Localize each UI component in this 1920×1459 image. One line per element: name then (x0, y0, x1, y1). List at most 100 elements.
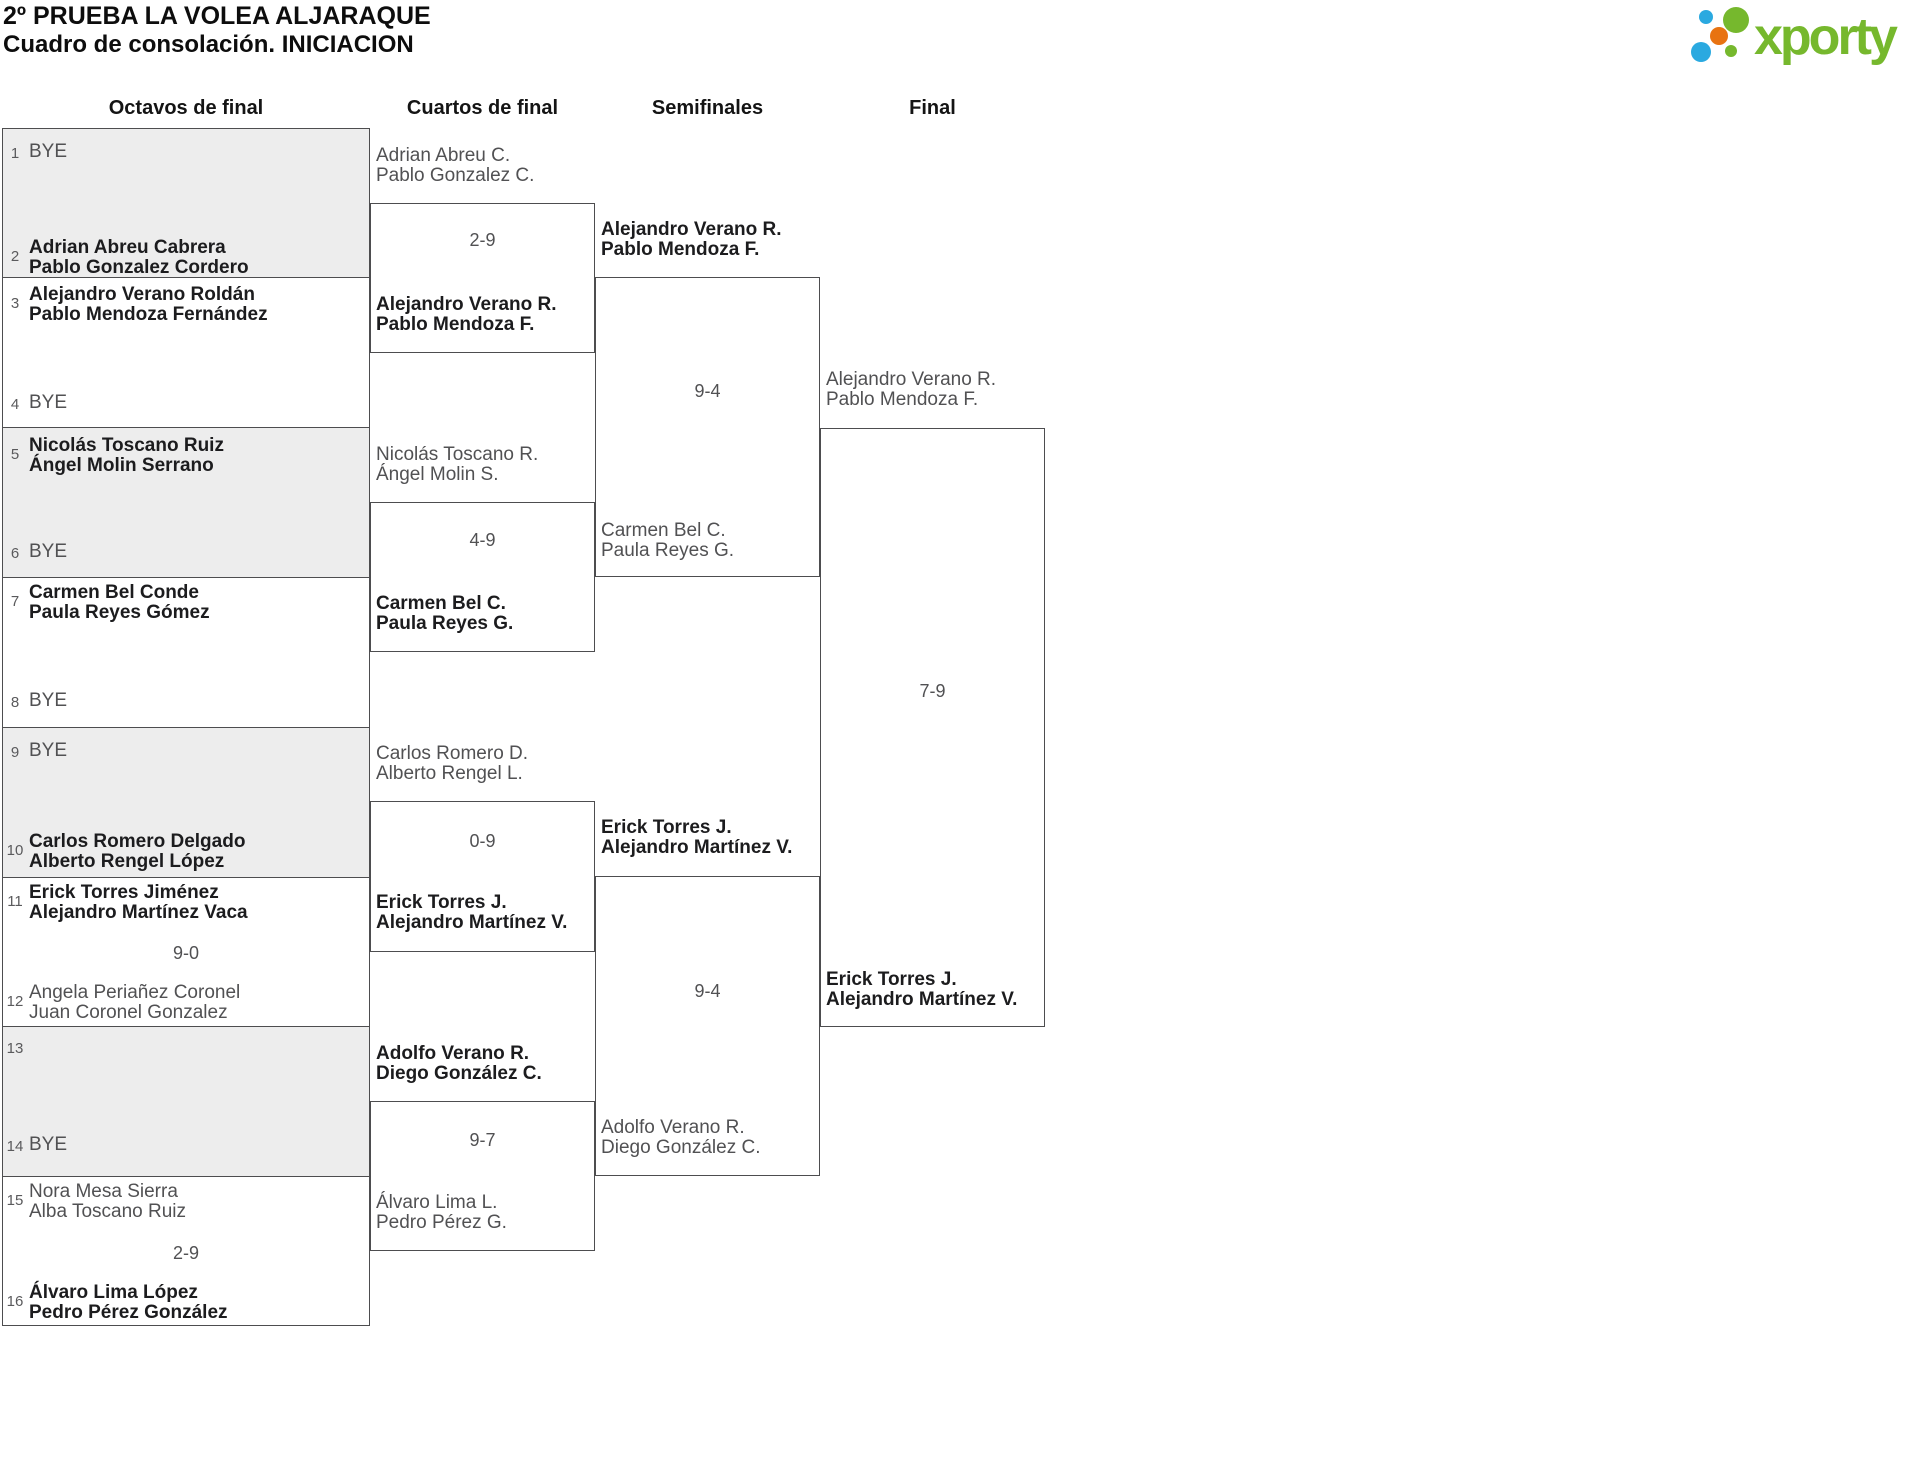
octavos-slot-1-team: BYE (29, 142, 67, 162)
player-1: Alejandro Verano R. (376, 294, 557, 315)
cuartos-match-1-top-team: Adrian Abreu C. Pablo Gonzalez C. (376, 146, 534, 186)
bye-label: BYE (29, 690, 68, 711)
octavos-box-3 (2, 427, 370, 578)
octavos-box-1 (2, 128, 370, 278)
octavos-slot-3-team: Alejandro Verano Roldán Pablo Mendoza Fe… (29, 285, 268, 325)
octavos-slot-9-seed: 9 (10, 744, 20, 761)
player-1: Alejandro Verano Roldán (29, 284, 255, 305)
cuartos-match-3-bottom-team: Erick Torres J. Alejandro Martínez V. (376, 893, 567, 933)
semifinal-2-bottom-team: Adolfo Verano R. Diego González C. (601, 1118, 760, 1158)
cuartos-match-2-score: 4-9 (469, 530, 496, 550)
cuartos-match-3-score: 0-9 (469, 831, 496, 851)
round-header-octavos: Octavos de final (108, 97, 264, 119)
cuartos-match-1-score: 2-9 (469, 230, 496, 250)
player-1: Erick Torres J. (601, 817, 732, 838)
page-title-line2: Cuadro de consolación. INICIACION (3, 31, 414, 58)
xporty-logo-text: xporty (1754, 8, 1898, 66)
player-1: Nicolás Toscano Ruiz (29, 435, 224, 456)
cuartos-match-1-bottom-team: Alejandro Verano R. Pablo Mendoza F. (376, 295, 557, 335)
player-1: Adolfo Verano R. (601, 1117, 745, 1138)
octavos-slot-11-team: Erick Torres Jiménez Alejandro Martínez … (29, 883, 248, 923)
player-1: Álvaro Lima López (29, 1282, 198, 1303)
octavos-slot-14-seed: 14 (6, 1138, 24, 1155)
bye-label: BYE (29, 392, 68, 413)
cuartos-match-4-top-team: Adolfo Verano R. Diego González C. (376, 1044, 542, 1084)
octavos-slot-3-seed: 3 (10, 295, 20, 312)
player-2: Juan Coronel Gonzalez (29, 1002, 228, 1023)
octavos-box-5 (2, 727, 370, 878)
semifinal-1-bottom-team: Carmen Bel C. Paula Reyes G. (601, 521, 734, 561)
player-2: Pablo Gonzalez Cordero (29, 257, 249, 278)
player-1: Erick Torres J. (376, 892, 507, 913)
octavos-slot-8-seed: 8 (10, 694, 20, 711)
player-2: Paula Reyes G. (601, 540, 735, 561)
bye-label: BYE (29, 141, 68, 162)
player-2: Paula Reyes G. (376, 613, 514, 634)
octavos-slot-6-team: BYE (29, 542, 67, 562)
octavos-slot-16-team: Álvaro Lima López Pedro Pérez González (29, 1283, 228, 1323)
semifinal-2-score: 9-4 (694, 981, 721, 1001)
octavos-slot-2-team: Adrian Abreu Cabrera Pablo Gonzalez Cord… (29, 238, 249, 278)
octavos-slot-15-team: Nora Mesa Sierra Alba Toscano Ruiz (29, 1182, 186, 1222)
cuartos-match-2-bottom-team: Carmen Bel C. Paula Reyes G. (376, 594, 513, 634)
player-2: Pedro Pérez G. (376, 1212, 507, 1233)
player-2: Alejandro Martínez V. (601, 837, 793, 858)
player-2: Paula Reyes Gómez (29, 602, 210, 623)
player-2: Alberto Rengel L. (376, 763, 523, 784)
player-2: Pablo Mendoza F. (826, 389, 979, 410)
octavos-slot-11-seed: 11 (7, 893, 23, 910)
octavos-slot-1-seed: 1 (10, 145, 20, 162)
octavos-slot-15-seed: 15 (6, 1192, 24, 1209)
cuartos-match-4-score: 9-7 (469, 1130, 496, 1150)
player-1: Álvaro Lima L. (376, 1192, 498, 1213)
octavos-match-6-score: 9-0 (172, 943, 199, 963)
player-1: Alejandro Verano R. (826, 369, 997, 390)
octavos-slot-7-seed: 7 (10, 593, 20, 610)
player-2: Diego González C. (376, 1063, 542, 1084)
semifinal-2-box (595, 876, 820, 1176)
player-1: Carlos Romero D. (376, 743, 529, 764)
octavos-box-7 (2, 1026, 370, 1177)
page-title-line1: 2º PRUEBA LA VOLEA ALJARAQUE (3, 2, 431, 30)
bye-label: BYE (29, 1134, 68, 1155)
octavos-slot-12-seed: 12 (6, 993, 24, 1010)
round-header-semifinales: Semifinales (651, 97, 764, 119)
final-match-box (820, 428, 1045, 1027)
player-2: Alberto Rengel López (29, 851, 225, 872)
semifinal-1-top-team: Alejandro Verano R. Pablo Mendoza F. (601, 220, 782, 260)
octavos-slot-10-seed: 10 (6, 842, 24, 859)
player-1: Carlos Romero Delgado (29, 831, 246, 852)
cuartos-match-3-top-team: Carlos Romero D. Alberto Rengel L. (376, 744, 528, 784)
player-2: Alba Toscano Ruiz (29, 1201, 187, 1222)
player-2: Ángel Molin S. (376, 464, 499, 485)
bye-label: BYE (29, 740, 68, 761)
final-score: 7-9 (919, 681, 946, 701)
semifinal-1-box (595, 277, 820, 577)
octavos-slot-2-seed: 2 (10, 248, 20, 265)
cuartos-match-3-box (370, 801, 595, 952)
player-1: Adrian Abreu C. (376, 145, 511, 166)
octavos-slot-16-seed: 16 (6, 1293, 24, 1310)
octavos-box-8 (2, 1176, 370, 1326)
cuartos-match-2-box (370, 502, 595, 652)
player-2: Alejandro Martínez V. (376, 912, 568, 933)
player-1: Adolfo Verano R. (376, 1043, 530, 1064)
player-1: Carmen Bel C. (601, 520, 726, 541)
player-1: Adrian Abreu Cabrera (29, 237, 226, 258)
player-1: Erick Torres Jiménez (29, 882, 219, 903)
cuartos-match-2-top-team: Nicolás Toscano R. Ángel Molin S. (376, 445, 538, 485)
octavos-slot-13-seed: 13 (6, 1040, 24, 1057)
player-1: Nora Mesa Sierra (29, 1181, 178, 1202)
player-1: Carmen Bel C. (376, 593, 506, 614)
octavos-slot-10-team: Carlos Romero Delgado Alberto Rengel Lóp… (29, 832, 245, 872)
player-1: Erick Torres J. (826, 969, 957, 990)
player-2: Alejandro Martínez V. (826, 989, 1018, 1010)
player-2: Pedro Pérez González (29, 1302, 228, 1323)
semifinal-1-score: 9-4 (694, 381, 721, 401)
final-bottom-team: Erick Torres J. Alejandro Martínez V. (826, 970, 1017, 1010)
semifinal-2-top-team: Erick Torres J. Alejandro Martínez V. (601, 818, 792, 858)
player-1: Carmen Bel Conde (29, 582, 199, 603)
player-1: Nicolás Toscano R. (376, 444, 539, 465)
octavos-slot-5-seed: 5 (10, 446, 20, 463)
